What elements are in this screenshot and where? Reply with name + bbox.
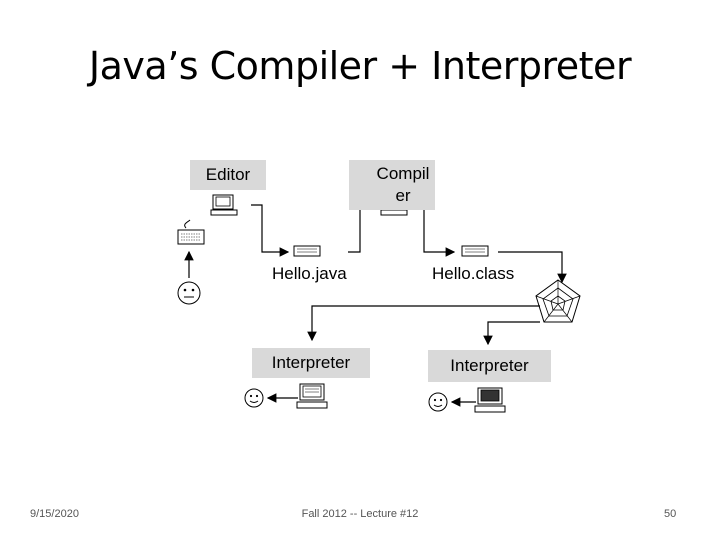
interpreter-left-face-icon [244, 388, 264, 408]
compiler-box: Compil er [349, 160, 435, 210]
hello-class-label: Hello.class [432, 264, 515, 283]
web-icon [535, 279, 581, 323]
hellojava-to-compiler-arrow [348, 200, 375, 253]
keyboard-icon [177, 219, 205, 245]
helloclass-to-web-arrow [498, 251, 567, 284]
slide-number: 50 [664, 508, 677, 520]
hellojava-document-icon [293, 245, 321, 257]
editor-to-hellojava-arrow [251, 204, 290, 257]
neutral-face-icon [177, 281, 201, 305]
footer-lecture: Fall 2012 -- Lecture #12 [301, 508, 419, 520]
web-to-interpreter-right-arrow [483, 321, 540, 346]
interpreter-left-box: Interpreter [252, 348, 370, 378]
slide-title: Java’s Compiler + Interpreter [88, 44, 632, 88]
interpreter-left-computer-icon [296, 383, 328, 409]
helloclass-document-icon [461, 245, 489, 257]
interpreter-right-box: Interpreter [428, 350, 551, 382]
editor-computer-icon [210, 194, 238, 216]
hellojava-to-interpreter-left-arrow [307, 305, 540, 342]
editor-box: Editor [190, 160, 266, 190]
interpreter-right-face-icon [428, 392, 448, 412]
compiler-to-helloclass-arrow [412, 204, 456, 257]
footer-date: 9/15/2020 [30, 508, 79, 520]
hello-java-label: Hello.java [272, 264, 347, 283]
interpreter-right-computer-icon [474, 387, 506, 413]
